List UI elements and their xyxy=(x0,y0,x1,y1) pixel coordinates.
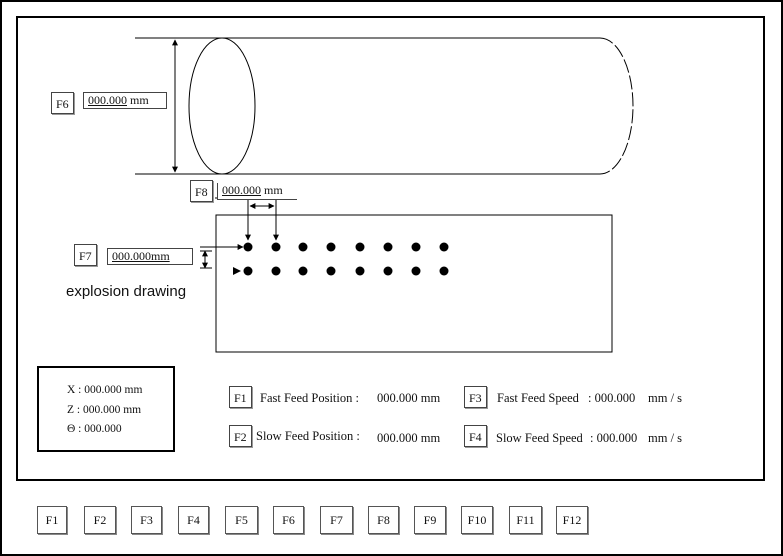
hole xyxy=(439,266,449,276)
slow-feed-position-label: Slow Feed Position : xyxy=(256,429,360,443)
hole xyxy=(243,266,253,276)
coordinates-panel: X : 000.000 mm Z : 000.000 mm Θ : 000.00… xyxy=(37,366,175,452)
f6-diameter-field[interactable]: 000.000 mm xyxy=(83,92,167,109)
f4-key-button[interactable]: F4 xyxy=(464,425,487,447)
f6-key-button[interactable]: F6 xyxy=(51,92,74,114)
hole xyxy=(383,266,393,276)
hole xyxy=(411,242,421,252)
hole-spacing-dimension xyxy=(215,197,292,241)
hole xyxy=(355,242,365,252)
hole xyxy=(243,242,253,252)
f7-key-button[interactable]: F7 xyxy=(74,244,97,266)
perforation-panel xyxy=(215,214,613,353)
f8-spacing-field[interactable]: 000.000 mm xyxy=(217,183,297,200)
diameter-dimension xyxy=(135,37,222,175)
function-key-f11[interactable]: F11 xyxy=(509,506,542,534)
function-key-f12[interactable]: F12 xyxy=(556,506,588,534)
cylinder xyxy=(188,37,634,175)
fast-feed-speed-value[interactable]: : 000.000 xyxy=(588,391,636,405)
function-key-f9[interactable]: F9 xyxy=(414,506,446,534)
f7-value: 000.000mm xyxy=(112,249,170,263)
hole xyxy=(326,242,336,252)
fast-feed-position-value[interactable]: 000.000 mm xyxy=(377,391,441,405)
x-coordinate: X : 000.000 mm xyxy=(67,384,143,396)
fast-feed-speed-label: Fast Feed Speed xyxy=(497,391,579,405)
explosion-drawing-label: explosion drawing xyxy=(66,283,187,300)
function-key-f3[interactable]: F3 xyxy=(131,506,162,534)
f8-value: 000.000 xyxy=(222,183,261,197)
f7-row-spacing-field[interactable]: 000.000mm xyxy=(107,248,193,265)
function-key-f7[interactable]: F7 xyxy=(320,506,353,534)
theta-coordinate: Θ : 000.000 xyxy=(67,423,122,435)
hole xyxy=(271,242,281,252)
f6-value: 000.000 xyxy=(88,93,127,107)
hole xyxy=(271,266,281,276)
function-key-f8[interactable]: F8 xyxy=(368,506,399,534)
hole xyxy=(383,242,393,252)
function-key-f10[interactable]: F10 xyxy=(461,506,493,534)
hole xyxy=(411,266,421,276)
z-coordinate: Z : 000.000 mm xyxy=(67,404,142,416)
fast-feed-speed-unit: mm / s xyxy=(648,391,683,405)
hole xyxy=(355,266,365,276)
main-panel xyxy=(16,16,765,481)
f8-unit: mm xyxy=(264,183,283,197)
function-key-f6[interactable]: F6 xyxy=(273,506,304,534)
f6-unit: mm xyxy=(130,93,149,107)
f3-key-button[interactable]: F3 xyxy=(464,386,487,408)
hole xyxy=(326,266,336,276)
hole xyxy=(439,242,449,252)
function-key-f2[interactable]: F2 xyxy=(84,506,116,534)
function-key-f5[interactable]: F5 xyxy=(225,506,258,534)
slow-feed-speed-value[interactable]: : 000.000 xyxy=(590,431,638,445)
slow-feed-position-value[interactable]: 000.000 mm xyxy=(377,431,441,445)
hole xyxy=(298,266,308,276)
hole-grid xyxy=(243,242,449,276)
f1-key-button[interactable]: F1 xyxy=(229,386,252,408)
slow-feed-speed-label: Slow Feed Speed xyxy=(496,431,583,445)
hole xyxy=(298,242,308,252)
fast-feed-position-label: Fast Feed Position : xyxy=(260,391,359,405)
function-key-f1[interactable]: F1 xyxy=(37,506,67,534)
f8-key-button[interactable]: F8 xyxy=(190,180,213,202)
slow-feed-speed-unit: mm / s xyxy=(648,431,683,445)
f2-key-button[interactable]: F2 xyxy=(229,425,252,447)
function-key-f4[interactable]: F4 xyxy=(178,506,209,534)
row-spacing-dimension xyxy=(200,244,244,275)
